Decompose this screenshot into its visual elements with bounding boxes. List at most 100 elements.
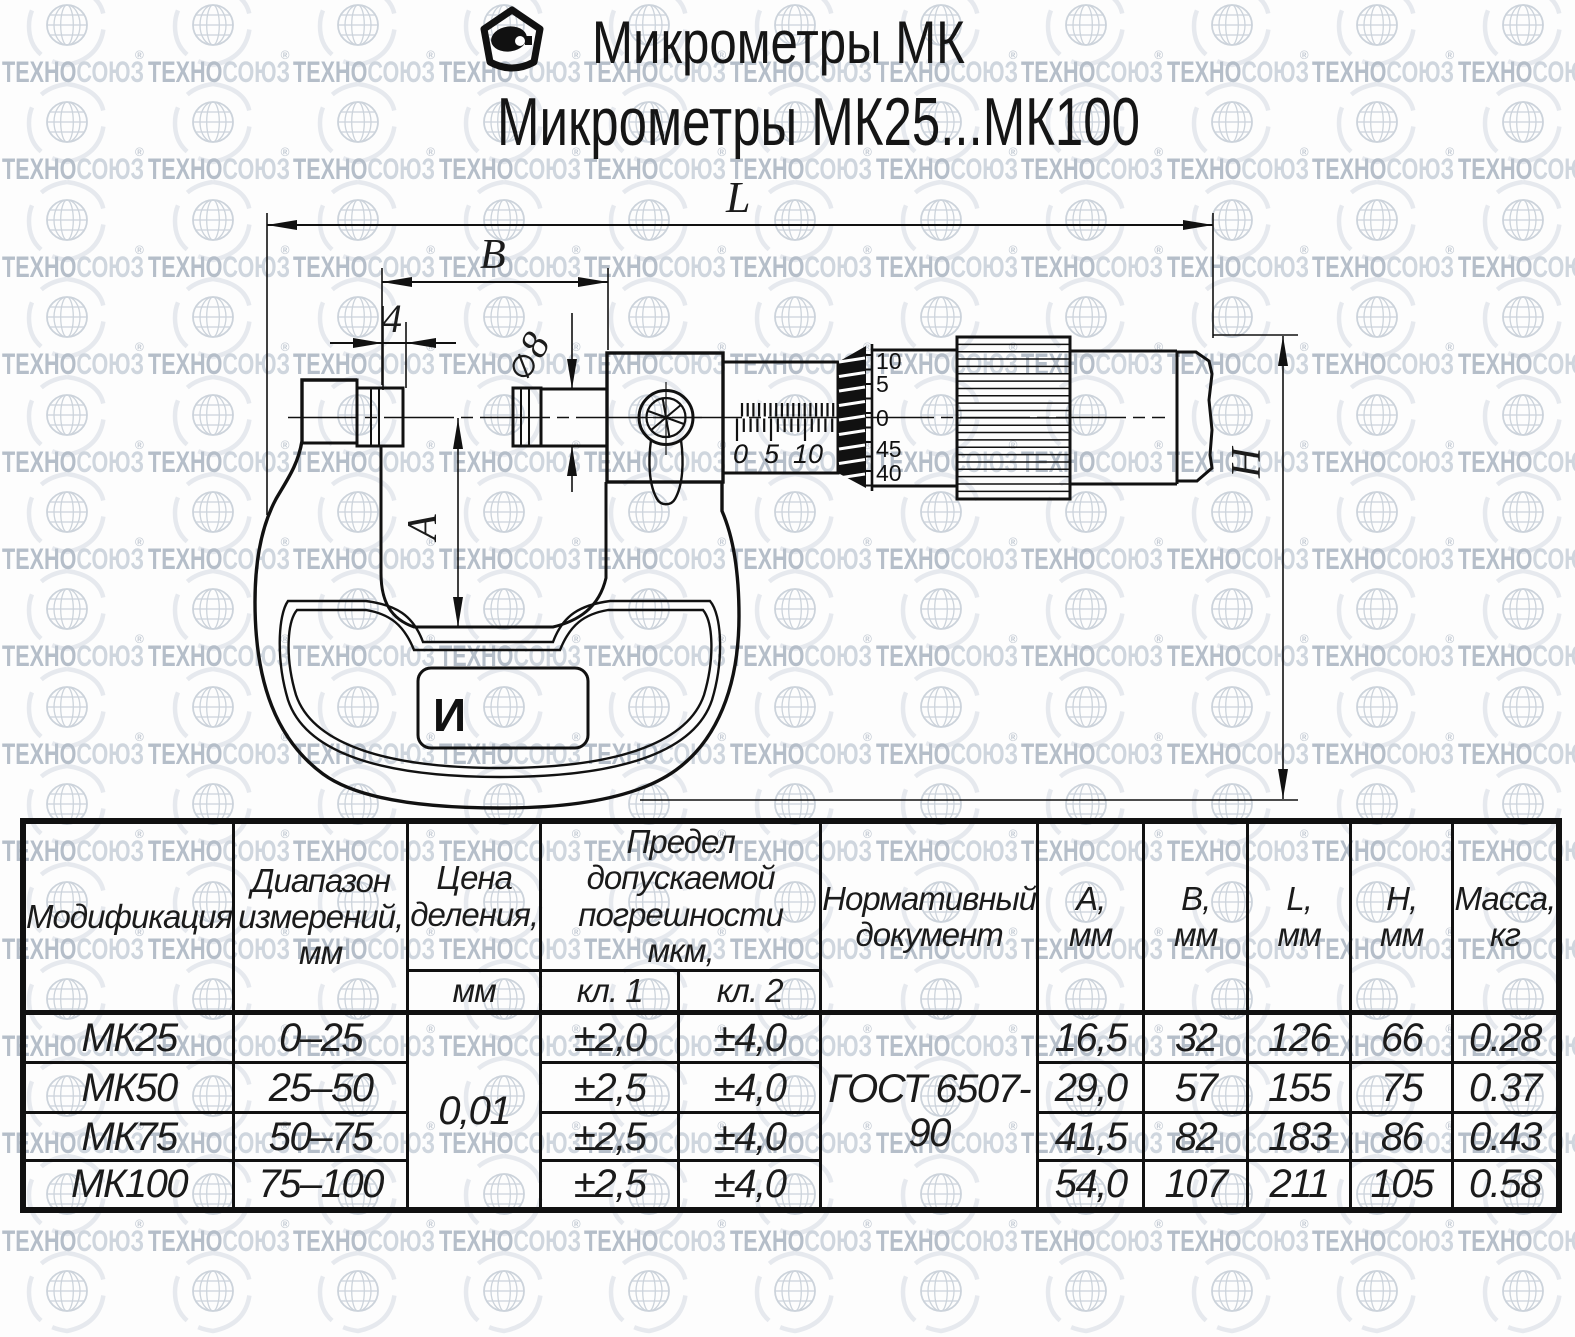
sleeve-scale: 0 5 10	[733, 439, 823, 469]
watermark-text: ТЕХНОСОЮЗ	[1458, 153, 1575, 187]
watermark-registered-icon: ®	[1154, 340, 1164, 355]
watermark-registered-icon: ®	[1445, 535, 1455, 549]
watermark-text: ТЕХНОСОЮЗ	[584, 153, 727, 187]
watermark-text: ТЕХНОСОЮЗ	[730, 640, 873, 674]
watermark-text: ТЕХНОСОЮЗ	[730, 153, 873, 187]
watermark-registered-icon: ®	[280, 340, 290, 355]
watermark-text: ТЕХНОСОЮЗ	[438, 153, 581, 187]
watermark-registered-icon: ®	[1008, 1216, 1018, 1231]
watermark-registered-icon: ®	[135, 632, 144, 647]
watermark-text: ТЕХНОСОЮЗ	[147, 640, 290, 674]
watermark-registered-icon: ®	[1154, 145, 1164, 160]
watermark-globe-icon	[754, 1250, 835, 1334]
watermark-globe-icon	[317, 276, 398, 360]
watermark-registered-icon: ®	[135, 48, 144, 62]
watermark-registered-icon: ®	[426, 1216, 436, 1231]
watermark-globe-icon	[1191, 276, 1272, 360]
watermark-registered-icon: ®	[135, 437, 144, 452]
watermark-registered-icon: ®	[1154, 632, 1164, 647]
table-row: МК75 50–75 ±2,5 ±4,0 41,5 82 183 86 0.43	[21, 1111, 1561, 1163]
watermark-text: ТЕХНОСОЮЗ	[730, 56, 873, 89]
watermark-text: ТЕХНОСОЮЗ	[584, 543, 727, 576]
watermark-globe-icon	[1482, 82, 1563, 165]
watermark-text: ТЕХНОСОЮЗ	[730, 543, 873, 576]
watermark-globe-icon	[1191, 374, 1272, 457]
watermark-globe-icon	[754, 569, 835, 652]
watermark-text: ТЕХНОСОЮЗ	[1021, 1224, 1164, 1258]
watermark-globe-icon	[26, 471, 107, 555]
watermark-registered-icon: ®	[1008, 535, 1018, 549]
watermark-text: ТЕХНОСОЮЗ	[147, 737, 290, 771]
svg-text:5: 5	[764, 439, 780, 469]
watermark-registered-icon: ®	[1445, 340, 1455, 355]
watermark-globe-icon	[1337, 276, 1417, 360]
watermark-registered-icon: ®	[571, 729, 581, 744]
watermark-globe-icon	[172, 82, 252, 165]
watermark-registered-icon: ®	[1154, 437, 1164, 452]
watermark-text: ТЕХНОСОЮЗ	[438, 1224, 581, 1258]
watermark-text: ТЕХНОСОЮЗ	[1312, 250, 1455, 284]
watermark-globe-icon	[754, 0, 835, 68]
watermark-globe-icon	[1337, 82, 1417, 165]
watermark-globe-icon	[609, 179, 689, 263]
watermark-globe-icon	[463, 82, 544, 165]
watermark-text: ТЕХНОСОЮЗ	[1312, 348, 1455, 382]
watermark-text: ТЕХНОСОЮЗ	[2, 153, 145, 187]
watermark-globe-icon	[317, 82, 398, 165]
watermark-globe-icon	[1045, 276, 1126, 360]
watermark-text: ТЕХНОСОЮЗ	[438, 737, 581, 771]
watermark-text: ТЕХНОСОЮЗ	[2, 56, 145, 89]
watermark-globe-icon	[26, 276, 107, 360]
watermark-registered-icon: ®	[863, 535, 872, 549]
watermark-text: ТЕХНОСОЮЗ	[1021, 56, 1164, 89]
watermark-registered-icon: ®	[135, 729, 144, 744]
watermark-registered-icon: ®	[863, 340, 872, 355]
watermark-registered-icon: ®	[717, 242, 727, 257]
watermark-text: ТЕХНОСОЮЗ	[2, 640, 145, 674]
col-header-mass: Масса,кг	[1451, 819, 1561, 1016]
watermark-registered-icon: ®	[1008, 340, 1018, 355]
watermark-registered-icon: ®	[1299, 242, 1309, 257]
watermark-text: ТЕХНОСОЮЗ	[1021, 348, 1164, 382]
watermark-globe-icon	[172, 666, 252, 750]
watermark-text: ТЕХНОСОЮЗ	[730, 250, 873, 284]
watermark-registered-icon: ®	[135, 340, 144, 355]
watermark-globe-icon	[900, 0, 980, 68]
watermark-registered-icon: ®	[280, 1216, 290, 1231]
watermark-text: ТЕХНОСОЮЗ	[2, 737, 145, 771]
watermark-text: ТЕХНОСОЮЗ	[1458, 56, 1575, 89]
watermark-text: ТЕХНОСОЮЗ	[584, 640, 727, 674]
watermark-registered-icon: ®	[426, 729, 436, 744]
watermark-globe-icon	[609, 471, 689, 555]
watermark-text: ТЕХНОСОЮЗ	[438, 250, 581, 284]
table-row: МК100 75–100 ±2,5 ±4,0 54,0 107 211 105 …	[21, 1159, 1561, 1212]
watermark-text: ТЕХНОСОЮЗ	[2, 1224, 145, 1258]
watermark-text: ТЕХНОСОЮЗ	[293, 153, 436, 187]
watermark-text: ТЕХНОСОЮЗ	[875, 348, 1018, 382]
watermark-text: ТЕХНОСОЮЗ	[1166, 348, 1309, 382]
watermark-globe-icon	[1337, 666, 1417, 750]
watermark-globe-icon	[900, 471, 980, 555]
watermark-registered-icon: ®	[1299, 632, 1309, 647]
watermark-globe-icon	[1045, 569, 1126, 652]
watermark-globe-icon	[26, 569, 107, 652]
watermark-globe-icon	[1191, 666, 1272, 750]
watermark-registered-icon: ®	[717, 48, 727, 62]
watermark-registered-icon: ®	[863, 632, 872, 647]
watermark-globe-icon	[1191, 82, 1272, 165]
watermark-registered-icon: ®	[1008, 632, 1018, 647]
watermark-globe-icon	[1191, 569, 1272, 652]
watermark-text: ТЕХНОСОЮЗ	[1021, 737, 1164, 771]
watermark-registered-icon: ®	[571, 340, 581, 355]
watermark-text: ТЕХНОСОЮЗ	[2, 348, 145, 382]
col-subheader-price-unit: мм	[406, 969, 543, 1016]
watermark-text: ТЕХНОСОЮЗ	[147, 1224, 290, 1258]
watermark-globe-icon	[172, 569, 252, 652]
watermark-globe-icon	[1191, 0, 1272, 68]
table-row: МК25 0–25 0,01 ±2,0 ±4,0 ГОСТ 6507-90 16…	[21, 1011, 1561, 1212]
watermark-text: ТЕХНОСОЮЗ	[147, 250, 290, 284]
watermark-registered-icon: ®	[1299, 1216, 1309, 1231]
watermark-globe-icon	[1482, 471, 1563, 555]
